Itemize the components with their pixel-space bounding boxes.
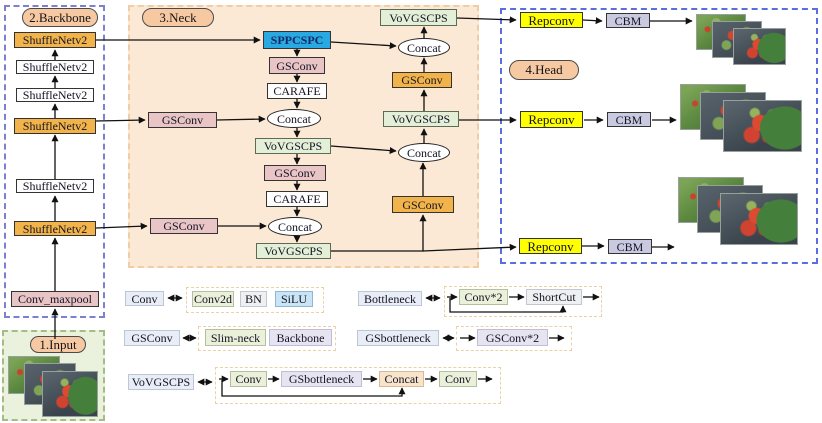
- neck-vovgscps-mid-right: VoVGSCPS: [383, 111, 459, 127]
- legend-vovgscps-gsbottleneck: GSbottleneck: [281, 371, 362, 387]
- backbone-section-box: [4, 5, 105, 318]
- legend-key-gsbottleneck: GSbottleneck: [357, 330, 439, 346]
- neck-vovgscps-bottom: VoVGSCPS: [256, 243, 331, 259]
- legend-key-vovgscps: VoVGSCPS: [128, 374, 194, 390]
- legend-vovgscps-conv-2: Conv: [439, 371, 477, 387]
- legend-conv-silu: SiLU: [275, 291, 313, 307]
- backbone-shufflenetv2-6: ShuffleNetv2: [14, 221, 96, 236]
- head-section-label: 4.Head: [509, 60, 579, 80]
- legend-conv-group-box: [186, 287, 324, 313]
- legend-bottleneck-conv2: Conv*2: [459, 289, 508, 305]
- backbone-conv-maxpool: Conv_maxpool: [11, 291, 99, 307]
- legend-gsconv-group-box: [198, 326, 336, 351]
- neck-gsconv-right-bottom: GSConv: [392, 196, 454, 213]
- legend-gsbottleneck-gsconv2: GSConv*2: [477, 329, 548, 346]
- neck-gsconv-mid-1: GSConv: [269, 57, 325, 74]
- backbone-section-label: 2.Backbone: [22, 8, 98, 27]
- neck-concat-1: Concat: [267, 109, 321, 128]
- legend-bottleneck-group-box: [444, 286, 602, 317]
- backbone-shufflenetv2-3: ShuffleNetv2: [16, 88, 94, 102]
- backbone-shufflenetv2-5: ShuffleNetv2: [16, 179, 94, 193]
- backbone-shufflenetv2-1: ShuffleNetv2: [14, 32, 96, 48]
- neck-concat-top-right: Concat: [398, 38, 450, 57]
- legend-gsconv-slimneck: Slim-neck: [205, 329, 266, 346]
- neck-carafe-2: CARAFE: [266, 191, 328, 207]
- neck-gsconv-left-2: GSConv: [150, 218, 218, 234]
- neck-concat-mid-right: Concat: [398, 143, 450, 162]
- backbone-shufflenetv2-2: ShuffleNetv2: [16, 60, 94, 74]
- head-cbm-mid: CBM: [607, 112, 651, 127]
- legend-key-conv: Conv: [125, 291, 164, 306]
- legend-vovgscps-conv-1: Conv: [230, 371, 267, 387]
- head-output-photo-bottom-3: [720, 193, 798, 245]
- head-output-photo-mid-3: [723, 100, 802, 152]
- legend-vovgscps-group-box: [215, 367, 501, 404]
- legend-bottleneck-shortcut: ShortCut: [526, 289, 582, 305]
- legend-conv-conv2d: Conv2d: [192, 291, 234, 307]
- legend-key-bottleneck: Bottleneck: [358, 291, 422, 306]
- input-strawberry-photo-3: [42, 371, 98, 417]
- legend-gsbottleneck-group-box: [456, 326, 572, 351]
- head-cbm-bottom: CBM: [608, 239, 652, 254]
- legend-vovgscps-concat: Concat: [379, 371, 424, 387]
- head-cbm-top: CBM: [606, 13, 650, 28]
- backbone-shufflenetv2-4: ShuffleNetv2: [14, 118, 96, 134]
- head-repconv-mid: Repconv: [520, 111, 583, 128]
- neck-gsconv-right-top: GSConv: [392, 72, 452, 88]
- neck-gsconv-left-1: GSConv: [148, 112, 217, 128]
- legend-conv-bn: BN: [240, 291, 267, 307]
- neck-section-label: 3.Neck: [142, 8, 214, 27]
- neck-sppcspc: SPPCSPC: [263, 31, 331, 49]
- neck-gsconv-mid-2: GSConv: [264, 165, 326, 181]
- input-section-label: 1.Input: [30, 336, 86, 353]
- neck-carafe-1: CARAFE: [267, 83, 327, 99]
- neck-vovgscps-top-right: VoVGSCPS: [380, 9, 457, 26]
- neck-concat-2: Concat: [268, 217, 322, 236]
- head-repconv-top: Repconv: [520, 12, 583, 28]
- head-repconv-bottom: Repconv: [519, 238, 582, 254]
- head-section-box: [500, 8, 818, 264]
- legend-key-gsconv: GSConv: [124, 330, 180, 346]
- head-output-photo-top-3: [733, 28, 786, 65]
- neck-vovgscps-1: VoVGSCPS: [255, 138, 331, 154]
- legend-gsconv-backbone: Backbone: [269, 329, 332, 346]
